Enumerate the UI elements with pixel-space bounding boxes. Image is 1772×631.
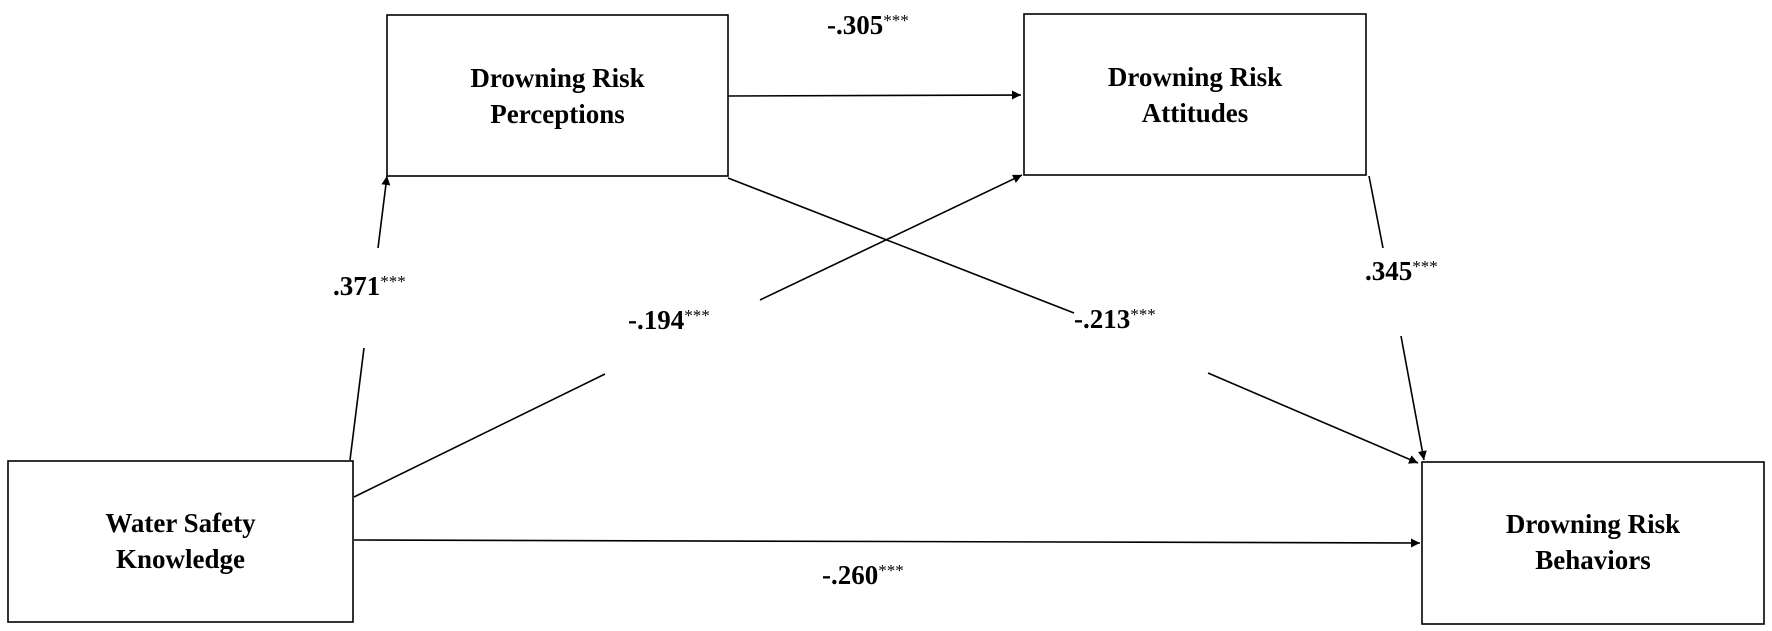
- coef-perceptions-to-attitudes-sig: ***: [883, 11, 909, 30]
- coef-knowledge-to-attitudes-value: -.194: [628, 305, 684, 335]
- coef-knowledge-to-behaviors: -.260***: [822, 560, 904, 590]
- coef-knowledge-to-attitudes-sig: ***: [684, 306, 710, 325]
- node-perceptions: Drowning Risk Perceptions: [386, 14, 729, 177]
- node-behaviors-label-line2: Behaviors: [1535, 545, 1651, 575]
- coef-perceptions-to-behaviors-sig: ***: [1130, 305, 1156, 324]
- node-knowledge-box: [7, 460, 354, 623]
- edge-knowledge-to-attitudes-upper: [759, 174, 1023, 301]
- node-perceptions-label-line1: Drowning Risk: [470, 63, 644, 93]
- coef-perceptions-to-attitudes: -.305***: [827, 10, 909, 40]
- node-knowledge-label-line2: Knowledge: [116, 544, 245, 574]
- node-attitudes-label-line1: Drowning Risk: [1108, 62, 1282, 92]
- node-attitudes-box: [1023, 13, 1367, 176]
- node-knowledge: Water Safety Knowledge: [7, 460, 354, 623]
- coef-perceptions-to-behaviors: -.213***: [1074, 304, 1156, 334]
- node-behaviors-label-line1: Drowning Risk: [1506, 509, 1680, 539]
- node-knowledge-label-line1: Water Safety: [105, 508, 256, 538]
- coef-attitudes-to-behaviors-sig: ***: [1412, 257, 1438, 276]
- node-behaviors-box: [1421, 461, 1765, 625]
- coef-knowledge-to-behaviors-sig: ***: [878, 561, 904, 580]
- node-attitudes: Drowning Risk Attitudes: [1023, 13, 1367, 176]
- edge-perceptions-to-attitudes: [727, 90, 1022, 100]
- coef-attitudes-to-behaviors: .345***: [1365, 256, 1438, 286]
- coef-knowledge-to-attitudes: -.194***: [628, 305, 710, 335]
- edge-knowledge-to-perceptions-upper: [377, 175, 391, 249]
- edge-perceptions-to-behaviors-lower: [1207, 372, 1419, 464]
- node-perceptions-label-line2: Perceptions: [490, 99, 624, 129]
- coef-knowledge-to-perceptions-sig: ***: [380, 272, 406, 291]
- edge-attitudes-to-behaviors-lower: [1400, 335, 1427, 461]
- coef-attitudes-to-behaviors-value: .345: [1365, 256, 1412, 286]
- coef-knowledge-to-behaviors-value: -.260: [822, 560, 878, 590]
- coef-knowledge-to-perceptions: .371***: [333, 271, 406, 301]
- node-attitudes-label-line2: Attitudes: [1142, 98, 1249, 128]
- edge-knowledge-to-attitudes-lower: [353, 373, 606, 498]
- coef-knowledge-to-perceptions-value: .371: [333, 271, 380, 301]
- edge-attitudes-to-behaviors-upper: [1368, 175, 1384, 249]
- node-behaviors: Drowning Risk Behaviors: [1421, 461, 1765, 625]
- coef-perceptions-to-attitudes-value: -.305: [827, 10, 883, 40]
- coef-perceptions-to-behaviors-value: -.213: [1074, 304, 1130, 334]
- edge-perceptions-to-behaviors-upper: [727, 177, 1075, 314]
- edge-knowledge-to-behaviors: [353, 538, 1421, 548]
- node-perceptions-box: [386, 14, 729, 177]
- edge-knowledge-to-perceptions-lower: [349, 347, 365, 461]
